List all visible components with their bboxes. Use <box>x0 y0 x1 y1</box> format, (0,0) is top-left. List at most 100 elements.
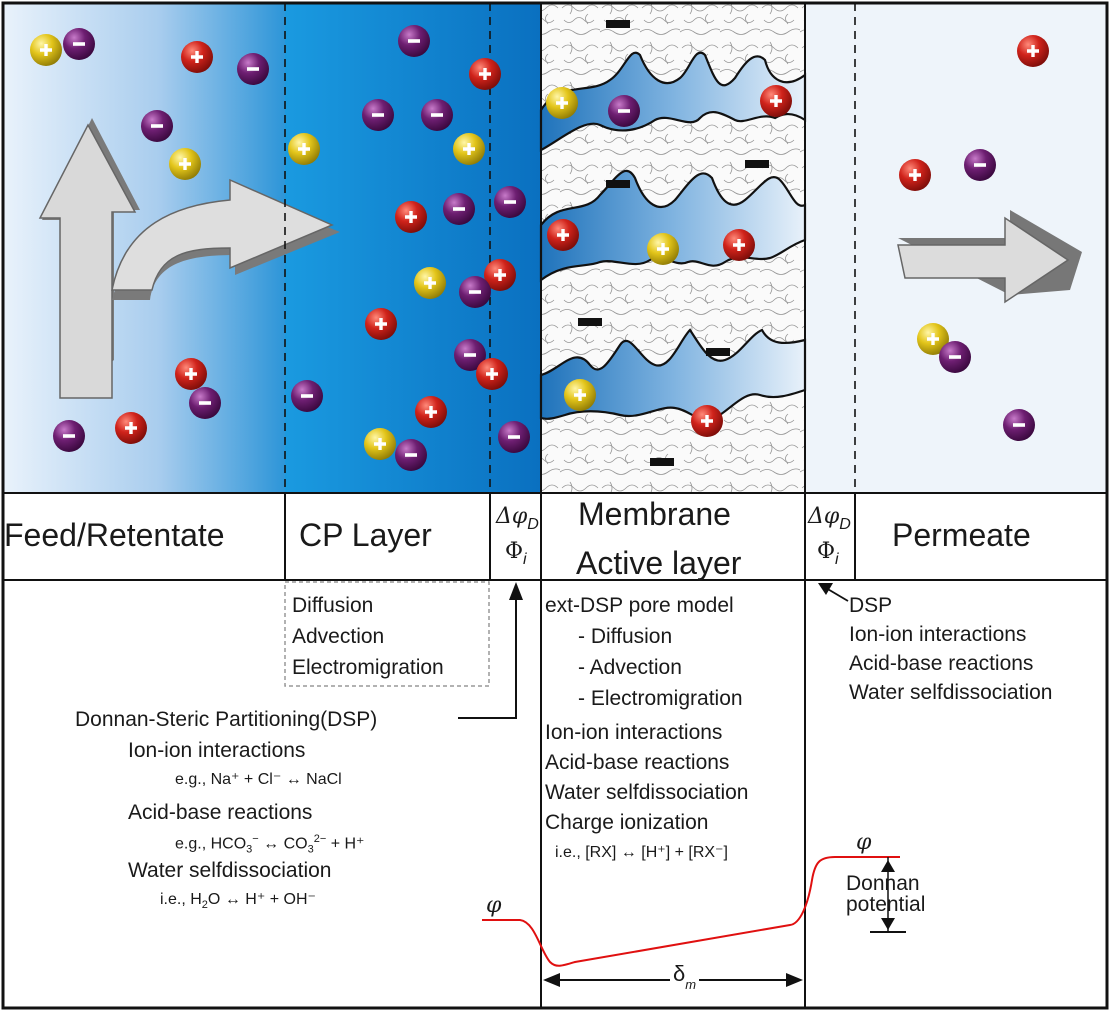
header-band <box>3 492 1107 1008</box>
cation <box>759 84 793 118</box>
right-delta-phi-d-label: ΔφD <box>808 504 851 533</box>
phi-i-symbol: Φ <box>505 539 524 564</box>
neutral-ion <box>168 147 202 181</box>
cp-transport-advection: Advection <box>292 625 385 648</box>
right-delta-phi-symbol: Δφ <box>808 504 840 529</box>
anion <box>938 340 972 374</box>
neutral-ion <box>287 132 321 166</box>
cation <box>394 200 428 234</box>
dsp-water-example: i.e., H2O ↔ H⁺ + OH⁻ <box>160 891 316 912</box>
dsp-title: Donnan-Steric Partitioning(DSP) <box>75 708 378 731</box>
anion <box>497 420 531 454</box>
anion <box>52 419 86 453</box>
phi-right-label: φ <box>856 830 872 855</box>
anion <box>188 386 222 420</box>
permeate-acid-base: Acid-base reactions <box>849 652 1034 675</box>
cation <box>546 218 580 252</box>
phi-i-label: Φi <box>505 539 527 568</box>
cation <box>898 158 932 192</box>
right-delta-phi-sub: D <box>839 516 851 533</box>
cp-layer-region <box>285 3 541 493</box>
permeate-dsp: DSP <box>849 594 893 617</box>
boundary-lines <box>284 3 856 493</box>
anion <box>607 94 641 128</box>
cp-layer-label: CP Layer <box>299 517 432 553</box>
membrane-item-advection: - Advection <box>578 656 682 679</box>
permeate-dsp-pointer <box>825 587 849 602</box>
cation <box>468 57 502 91</box>
dsp-ion-ion-example: e.g., Na⁺ + Cl⁻ ↔ NaCl <box>175 771 342 788</box>
potential-label: potential <box>846 893 926 916</box>
neutral-ion <box>563 378 597 412</box>
fixed-charges <box>578 20 769 466</box>
cation <box>174 357 208 391</box>
neutral-ion <box>646 232 680 266</box>
cp-transport-electromigration: Electromigration <box>292 656 444 679</box>
neutral-ion <box>452 132 486 166</box>
cation <box>114 411 148 445</box>
anion <box>290 379 324 413</box>
permeate-flow-arrow <box>897 210 1082 304</box>
neutral-ion <box>363 427 397 461</box>
membrane-item-diffusion: - Diffusion <box>578 625 673 648</box>
anion <box>361 98 395 132</box>
anion <box>62 27 96 61</box>
delta-phi-d-label: ΔφD <box>496 504 539 533</box>
anion <box>442 192 476 226</box>
dsp-arrow-head <box>509 582 523 600</box>
membrane-label: Membrane <box>578 496 731 532</box>
right-phi-i-symbol: Φ <box>817 539 836 564</box>
anion <box>397 24 431 58</box>
cation <box>1016 34 1050 68</box>
phi-i-sub: i <box>523 551 527 568</box>
anion <box>394 438 428 472</box>
membrane-charge: Charge ionization <box>545 811 709 834</box>
cation <box>180 40 214 74</box>
right-phi-i-sub: i <box>835 551 839 568</box>
membrane-item-electromigration: - Electromigration <box>578 687 743 710</box>
delta-phi-sub: D <box>527 516 539 533</box>
membrane-model: ext-DSP pore model <box>545 594 734 617</box>
dsp-ion-ion: Ion-ion interactions <box>128 739 306 762</box>
delta-phi-symbol: Δφ <box>496 504 528 529</box>
neutral-ion <box>545 86 579 120</box>
cation <box>722 228 756 262</box>
membrane-charge-example: i.e., [RX] ↔ [H⁺] + [RX⁻] <box>555 844 728 861</box>
cation <box>414 395 448 429</box>
cation <box>690 404 724 438</box>
dsp-acid-base: Acid-base reactions <box>128 801 313 824</box>
anion <box>140 109 174 143</box>
anion <box>420 98 454 132</box>
membrane-acid-base: Acid-base reactions <box>545 751 730 774</box>
permeate-dsp-arrow-head <box>818 583 833 595</box>
anion <box>1002 408 1036 442</box>
active-layer-label: Active layer <box>576 545 742 581</box>
delta-m-label: δm <box>670 963 700 991</box>
dsp-acid-base-example: e.g., HCO3− ↔ CO32− + H⁺ <box>175 833 365 856</box>
cp-transport-box <box>284 581 490 687</box>
permeate-water: Water selfdissociation <box>849 681 1053 704</box>
cp-transport-diffusion: Diffusion <box>292 594 374 617</box>
membrane-ion-ion: Ion-ion interactions <box>545 721 723 744</box>
feed-flow-arrows <box>38 118 340 399</box>
anion <box>236 52 270 86</box>
donnan-marker <box>870 857 906 933</box>
dsp-pointer <box>458 598 517 719</box>
neutral-ion <box>413 266 447 300</box>
permeate-label: Permeate <box>892 517 1031 553</box>
membrane-water: Water selfdissociation <box>545 781 749 804</box>
anion <box>963 148 997 182</box>
neutral-ion <box>29 33 63 67</box>
phi-left-label: φ <box>486 893 502 918</box>
feed-retentate-label: Feed/Retentate <box>4 517 225 553</box>
right-phi-i-label: Φi <box>817 539 839 568</box>
cation <box>364 307 398 341</box>
dsp-water: Water selfdissociation <box>128 859 332 882</box>
potential-curve <box>482 856 900 967</box>
anion <box>493 185 527 219</box>
donnan-label: Donnan <box>846 872 920 895</box>
anion <box>458 275 492 309</box>
